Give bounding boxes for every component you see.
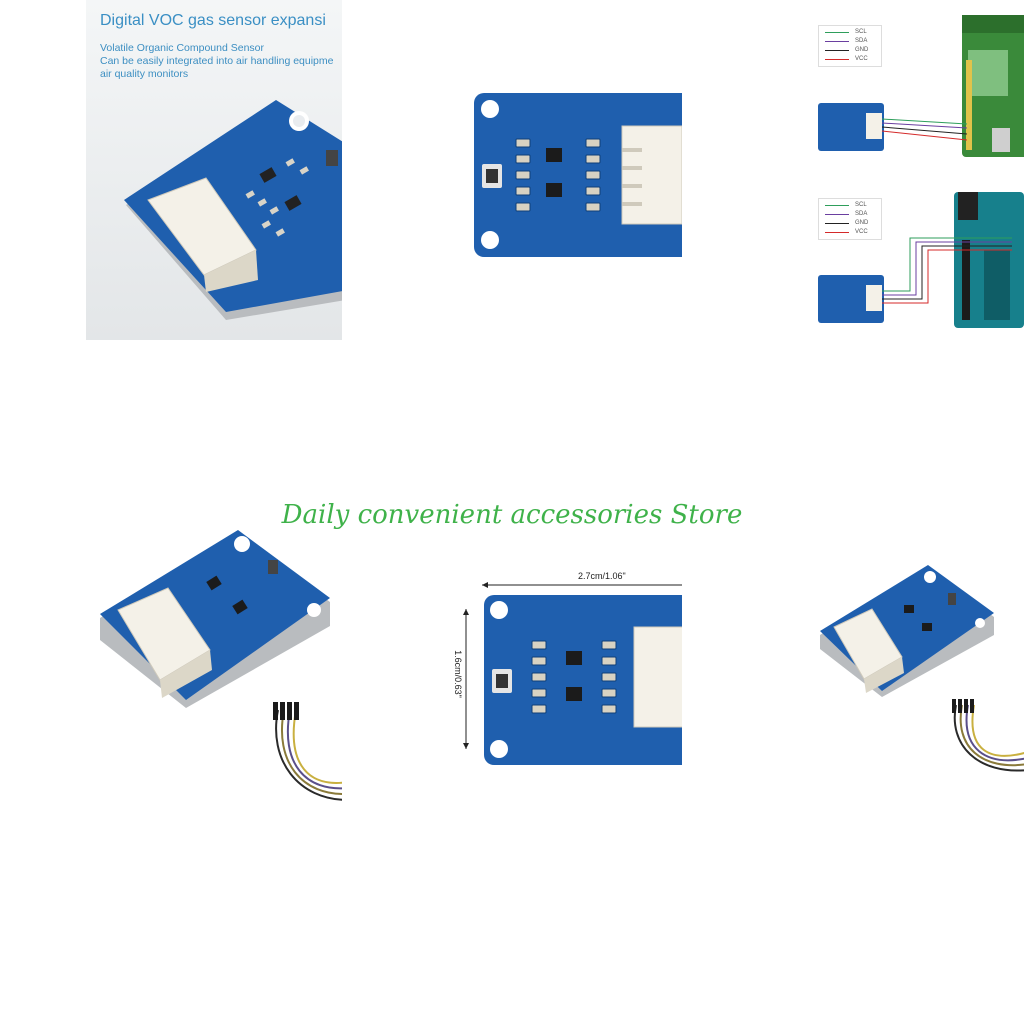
board-with-cable-tile [98, 530, 342, 810]
store-watermark: Daily convenient accessories Store [281, 500, 743, 530]
hero-subtitle-line: Can be easily integrated into air handli… [100, 55, 334, 67]
hero-title: Digital VOC gas sensor expansi [100, 12, 326, 29]
hero-subtitle: Volatile Organic Compound Sensor Can be … [100, 42, 334, 81]
wiring-illustration [818, 15, 1024, 328]
height-dimension-label: 1.6cm/0.63" [454, 650, 463, 698]
legend-row: GND [825, 46, 879, 54]
hero-subtitle-line: air quality monitors [100, 68, 189, 80]
sensor-board-angled-image [124, 100, 342, 320]
legend-row: VCC [825, 228, 879, 236]
dimension-drawing [463, 582, 682, 765]
legend-row: SCL [825, 201, 879, 209]
wiring-legend-top: SCL SDA GND VCC [818, 25, 882, 67]
sensor-board-small-image [820, 565, 1024, 772]
wiring-legend-bottom: SCL SDA GND VCC [818, 198, 882, 240]
product-hero-tile: Digital VOC gas sensor expansi Volatile … [86, 0, 342, 340]
legend-row: VCC [825, 55, 879, 63]
sensor-board-top-image [474, 93, 682, 257]
board-small-cable-tile [818, 565, 1024, 780]
legend-row: SCL [825, 28, 879, 36]
sensor-board-angled-cable-image [100, 530, 342, 801]
board-top-view-tile [474, 93, 682, 257]
wiring-diagram-tile: SCL SDA GND VCC SCL SDA GND VCC [812, 10, 1024, 335]
legend-row: SDA [825, 37, 879, 45]
width-dimension-label: 2.7cm/1.06" [578, 571, 626, 581]
legend-row: SDA [825, 210, 879, 218]
legend-row: GND [825, 219, 879, 227]
board-dimensions-tile: 2.7cm/1.06" 1.6cm/0.63" [454, 565, 682, 775]
hero-subtitle-line: Volatile Organic Compound Sensor [100, 42, 265, 54]
